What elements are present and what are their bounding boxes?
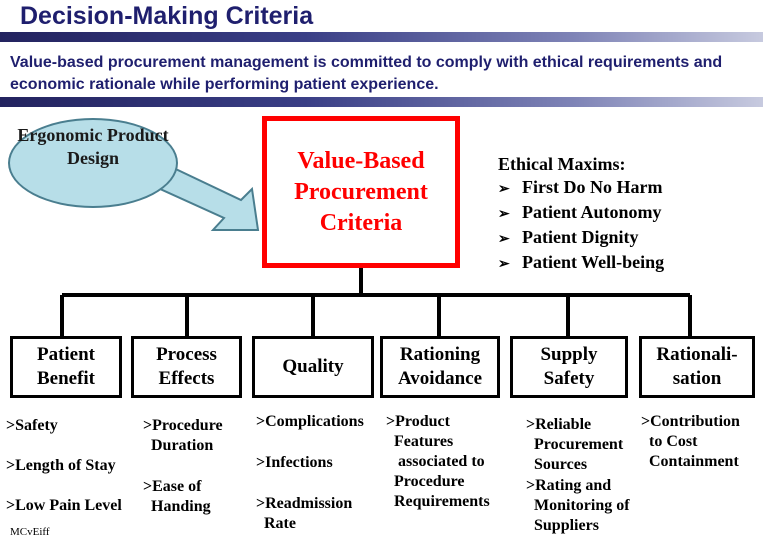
criterion-box-rationing-avoidance: Rationing Avoidance (380, 336, 500, 398)
criterion-label: Patient Benefit (36, 344, 96, 389)
ergonomic-ellipse (8, 118, 178, 208)
maxim-item: ➢Patient Autonomy (498, 201, 758, 226)
arrowhead-bullet-icon: ➢ (498, 257, 510, 272)
list-item: >Complications (256, 413, 364, 430)
list-item: >Safety (6, 417, 58, 434)
list-item: >Infections (256, 454, 333, 471)
criterion-label: Process Effects (156, 344, 217, 389)
criterion-label: Supply Safety (540, 344, 598, 389)
subtitle-divider-bar (0, 97, 763, 107)
criterion-box-process-effects: Process Effects (131, 336, 242, 398)
criterion-box-patient-benefit: Patient Benefit (10, 336, 122, 398)
list-item: >Rating and Monitoring of Suppliers (526, 477, 630, 534)
maxim-item: ➢Patient Dignity (498, 226, 758, 251)
list-item: >Contribution to Cost Containment (641, 413, 740, 470)
criterion-label: Quality (282, 356, 344, 377)
criterion-box-supply-safety: Supply Safety (510, 336, 628, 398)
arrowhead-bullet-icon: ➢ (498, 232, 510, 247)
center-criteria-box: Value-Based Procurement Criteria (262, 116, 460, 268)
ethical-maxims: Ethical Maxims: ➢First Do No Harm ➢Patie… (498, 152, 758, 276)
author-credit: MCvEiff (10, 526, 50, 538)
title-divider-bar (0, 32, 763, 42)
criterion-items-patient-benefit: >Safety >Length of Stay >Low Pain Level (6, 416, 122, 516)
arrow-shape (145, 161, 260, 231)
criterion-items-supply-safety: >Reliable Procurement Sources >Rating an… (526, 415, 630, 536)
criterion-items-rationalisation: >Contribution to Cost Containment (641, 412, 740, 472)
arrowhead-bullet-icon: ➢ (498, 207, 510, 222)
list-item: >Reliable Procurement Sources (526, 416, 624, 473)
criterion-box-quality: Quality (252, 336, 374, 398)
center-criteria-label: Value-Based Procurement Criteria (294, 147, 428, 236)
list-item: >Procedure Duration (143, 417, 223, 454)
criterion-label: Rationali-sation (656, 344, 738, 389)
criterion-box-rationalisation: Rationali-sation (639, 336, 755, 398)
maxim-item: ➢Patient Well-being (498, 251, 758, 276)
arrowhead-bullet-icon: ➢ (498, 182, 510, 197)
list-item: >Product Features associated to Procedur… (386, 413, 490, 510)
criterion-items-quality: >Complications >Infections >Readmission … (256, 412, 364, 534)
maxim-item: ➢First Do No Harm (498, 176, 758, 201)
list-item: >Low Pain Level (6, 497, 122, 514)
criterion-items-rationing-avoidance: >Product Features associated to Procedur… (386, 412, 490, 512)
page-title: Decision-Making Criteria (20, 2, 314, 30)
ergonomic-label: Ergonomic Product Design (17, 125, 169, 168)
list-item: >Length of Stay (6, 457, 116, 474)
criterion-items-process-effects: >Procedure Duration >Ease of Handing (143, 416, 223, 517)
list-item: >Readmission Rate (256, 495, 353, 532)
criterion-label: Rationing Avoidance (397, 344, 483, 389)
list-item: >Ease of Handing (143, 478, 211, 515)
subtitle-text: Value-based procurement management is co… (10, 54, 723, 93)
maxims-title: Ethical Maxims: (498, 154, 626, 174)
